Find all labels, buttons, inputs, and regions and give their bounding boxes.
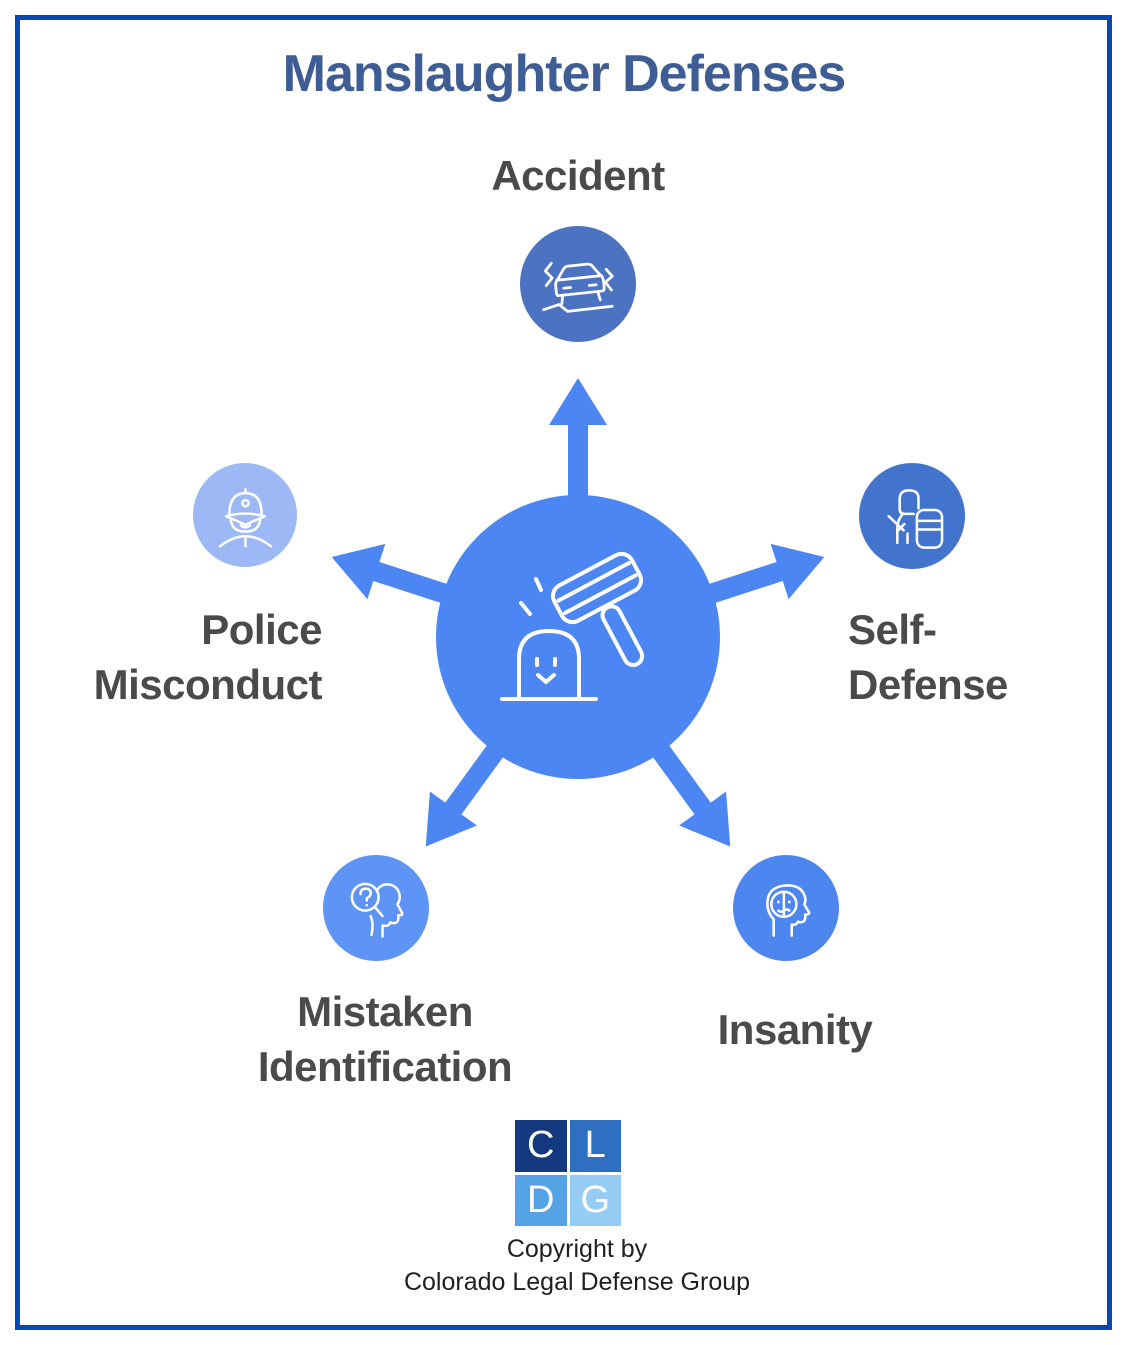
car-accident-icon (542, 262, 614, 313)
mistaken-identification-label: Mistaken Identification (185, 984, 585, 1095)
self-defense-label-line: Defense (848, 661, 1008, 709)
head-magnifier-question-icon (350, 882, 404, 938)
logo-square-d: D (515, 1174, 567, 1226)
head-confused-face-icon (765, 883, 811, 937)
police-misconduct-label: Police Misconduct (30, 602, 323, 713)
insanity-node (733, 855, 839, 961)
hub-circle (436, 495, 720, 779)
logo-square-c: C (515, 1120, 567, 1172)
logo-square-l: L (569, 1120, 621, 1172)
arrow-up (549, 378, 607, 519)
police-misconduct-label-line: Misconduct (93, 661, 323, 709)
arrow-upper-left (331, 543, 469, 611)
insanity-label-line: Insanity (717, 1006, 873, 1053)
cldg-logo: C L D G (515, 1120, 621, 1226)
insanity-label: Insanity (645, 1002, 945, 1057)
mistaken-identification-label-line: Mistaken (297, 988, 473, 1035)
self-defense-label: Self- Defense (848, 602, 1118, 713)
self-defense-node (859, 463, 965, 569)
accident-node (520, 226, 636, 342)
accident-label-line: Accident (491, 152, 665, 199)
hub-graphic (331, 378, 825, 847)
copyright-line-1: Copyright by (506, 1235, 648, 1263)
page-title: Manslaughter Defenses (282, 45, 847, 103)
arrow-lower-right (639, 726, 731, 847)
copyright-line-2: Colorado Legal Defense Group (403, 1267, 751, 1296)
police-misconduct-node (193, 463, 297, 567)
logo-square-g: G (569, 1174, 621, 1226)
copyright-text: Copyright by Colorado Legal Defense Grou… (377, 1233, 777, 1298)
mistaken-identification-label-line: Identification (257, 1043, 513, 1091)
arrow-upper-right (687, 543, 825, 611)
police-officer-cap-icon (218, 487, 272, 548)
riot-shield-officer-icon (887, 488, 944, 549)
gavel-striking-defendant-icon (500, 551, 645, 701)
hub-wrapper (288, 347, 868, 927)
mistaken-identification-node (323, 855, 429, 961)
hub-arrows (331, 378, 825, 847)
accident-label: Accident (378, 148, 778, 203)
arrow-lower-left (425, 726, 517, 847)
self-defense-label-line: Self- (848, 606, 937, 653)
police-misconduct-label-line: Police (201, 606, 322, 653)
